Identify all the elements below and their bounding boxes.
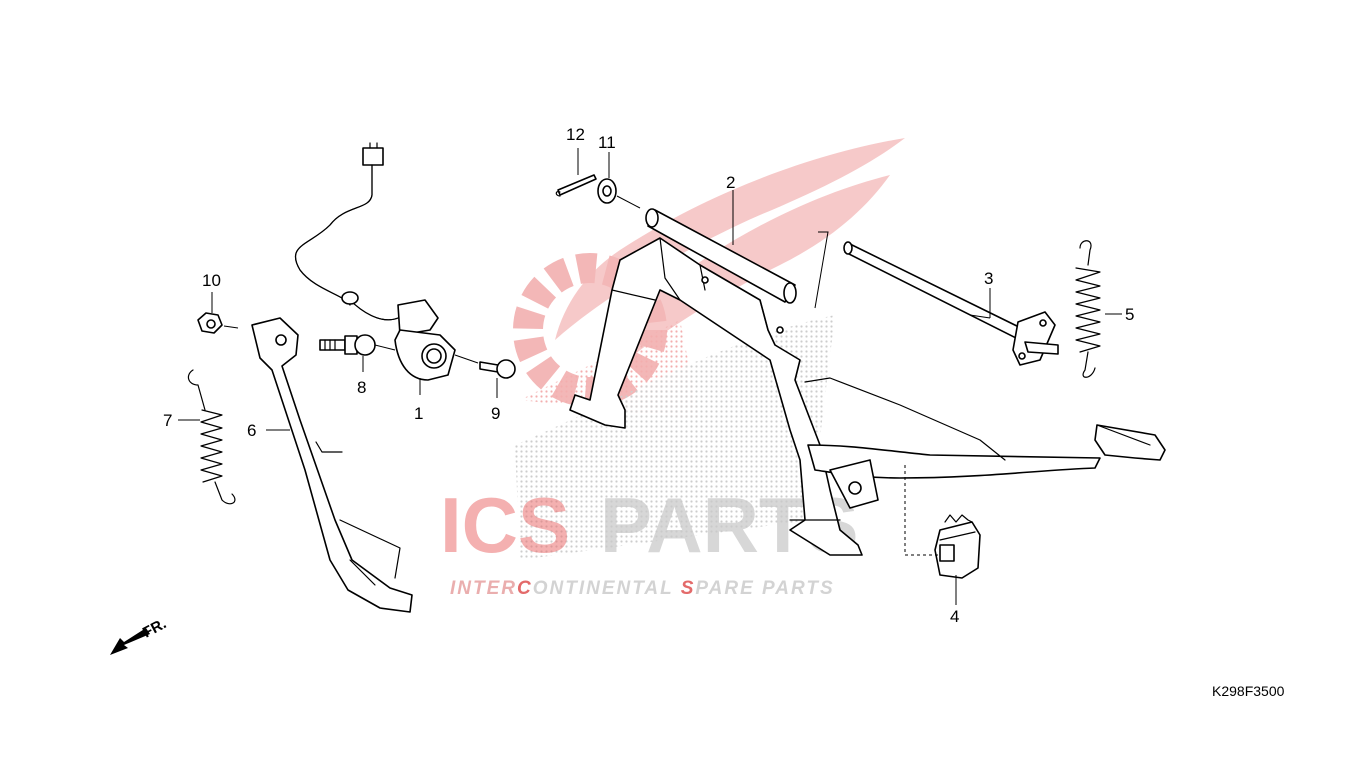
part-6-side-stand[interactable]	[251, 317, 413, 613]
callout-labels: 1 2 3 4 5 6 7 8 9 10 11 12	[163, 125, 1134, 626]
callout-3: 3	[984, 269, 993, 288]
part-1-side-stand-switch[interactable]	[294, 142, 456, 395]
part-2-main-stand[interactable]	[569, 190, 1166, 556]
part-9-screw[interactable]	[454, 354, 516, 398]
callout-10: 10	[202, 271, 221, 290]
diagram-code: K298F3500	[1212, 683, 1285, 699]
callout-5: 5	[1125, 305, 1134, 324]
front-direction-arrow: FR.	[110, 615, 169, 655]
watermark-brand-a: ICS	[440, 481, 570, 569]
part-10-nut[interactable]	[197, 292, 239, 334]
part-8-bolt[interactable]	[319, 334, 396, 372]
callout-6: 6	[247, 421, 256, 440]
callout-4: 4	[950, 607, 959, 626]
callout-9: 9	[491, 404, 500, 423]
part-3-shaft[interactable]	[843, 241, 1059, 366]
watermark-tagline: INTERCONTINENTAL SPARE PARTS	[450, 578, 835, 599]
callout-1: 1	[414, 404, 423, 423]
part-12-cotter-pin[interactable]	[555, 148, 597, 197]
callout-2: 2	[726, 173, 735, 192]
callout-11: 11	[598, 133, 616, 152]
part-4-stopper[interactable]	[904, 465, 981, 605]
dotted-wing	[515, 315, 835, 560]
part-7-spring[interactable]	[178, 369, 236, 505]
part-11-washer[interactable]	[597, 152, 641, 209]
callout-8: 8	[357, 378, 366, 397]
callout-12: 12	[566, 125, 585, 144]
direction-label: FR.	[140, 615, 169, 641]
callout-7: 7	[163, 411, 172, 430]
part-5-spring[interactable]	[1075, 240, 1122, 378]
